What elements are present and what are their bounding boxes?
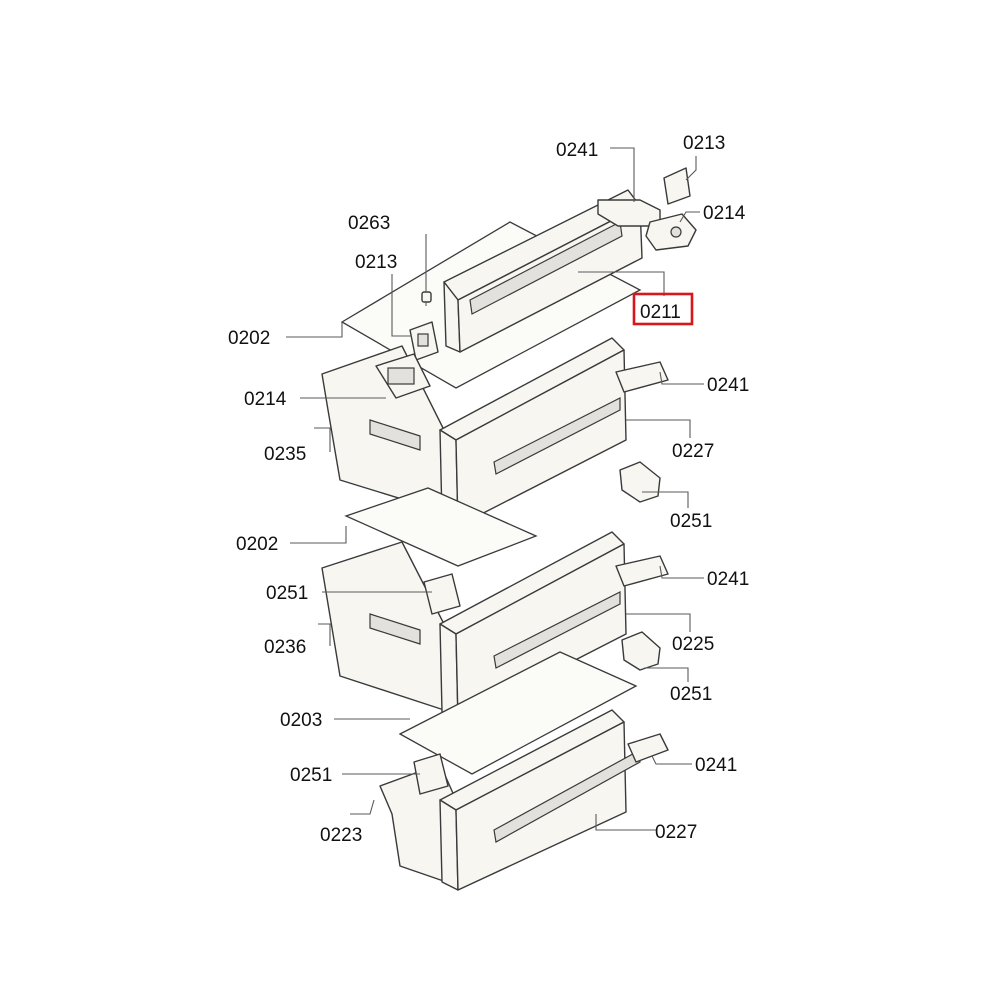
part-label: 0227 [655,822,697,843]
part-label: 0213 [683,133,725,154]
part-label: 0213 [355,252,397,273]
part-label: 0241 [695,755,737,776]
part-label: 0236 [264,637,306,658]
part-label: 0235 [264,444,306,465]
part-label: 0263 [348,213,390,234]
middle-glass-shelf [344,487,538,567]
highlight-box [632,292,694,326]
bottom-glass-shelf [398,651,638,775]
clip-part-two [621,631,661,671]
part-label: 0227 [672,441,714,462]
part-label: 0251 [266,583,308,604]
part-label: 0241 [707,569,749,590]
part-label: 0225 [672,634,714,655]
top-drawer-front [443,189,643,353]
part-label: 0214 [703,203,746,224]
part-label-highlighted: 0211 [640,302,681,323]
part-label: 0223 [320,825,362,846]
part-label: 0251 [290,765,332,786]
part-label: 0202 [236,534,278,555]
part-label: 0202 [228,328,270,349]
top-right-bracket [645,167,697,251]
leader-lines [286,147,704,831]
part-label: 0251 [670,684,712,705]
clip-part-one [619,461,661,503]
part-labels: 0241 0213 0214 0211 0263 0213 0202 0214 … [228,133,749,846]
part-label: 0203 [280,710,322,731]
part-label: 0241 [556,140,598,161]
left-bracket-part [409,321,439,361]
part-label: 0241 [707,375,749,396]
drawer-three [379,709,669,891]
part-label: 0214 [244,389,287,410]
part-label: 0251 [670,511,712,532]
drawer-two [321,531,669,721]
